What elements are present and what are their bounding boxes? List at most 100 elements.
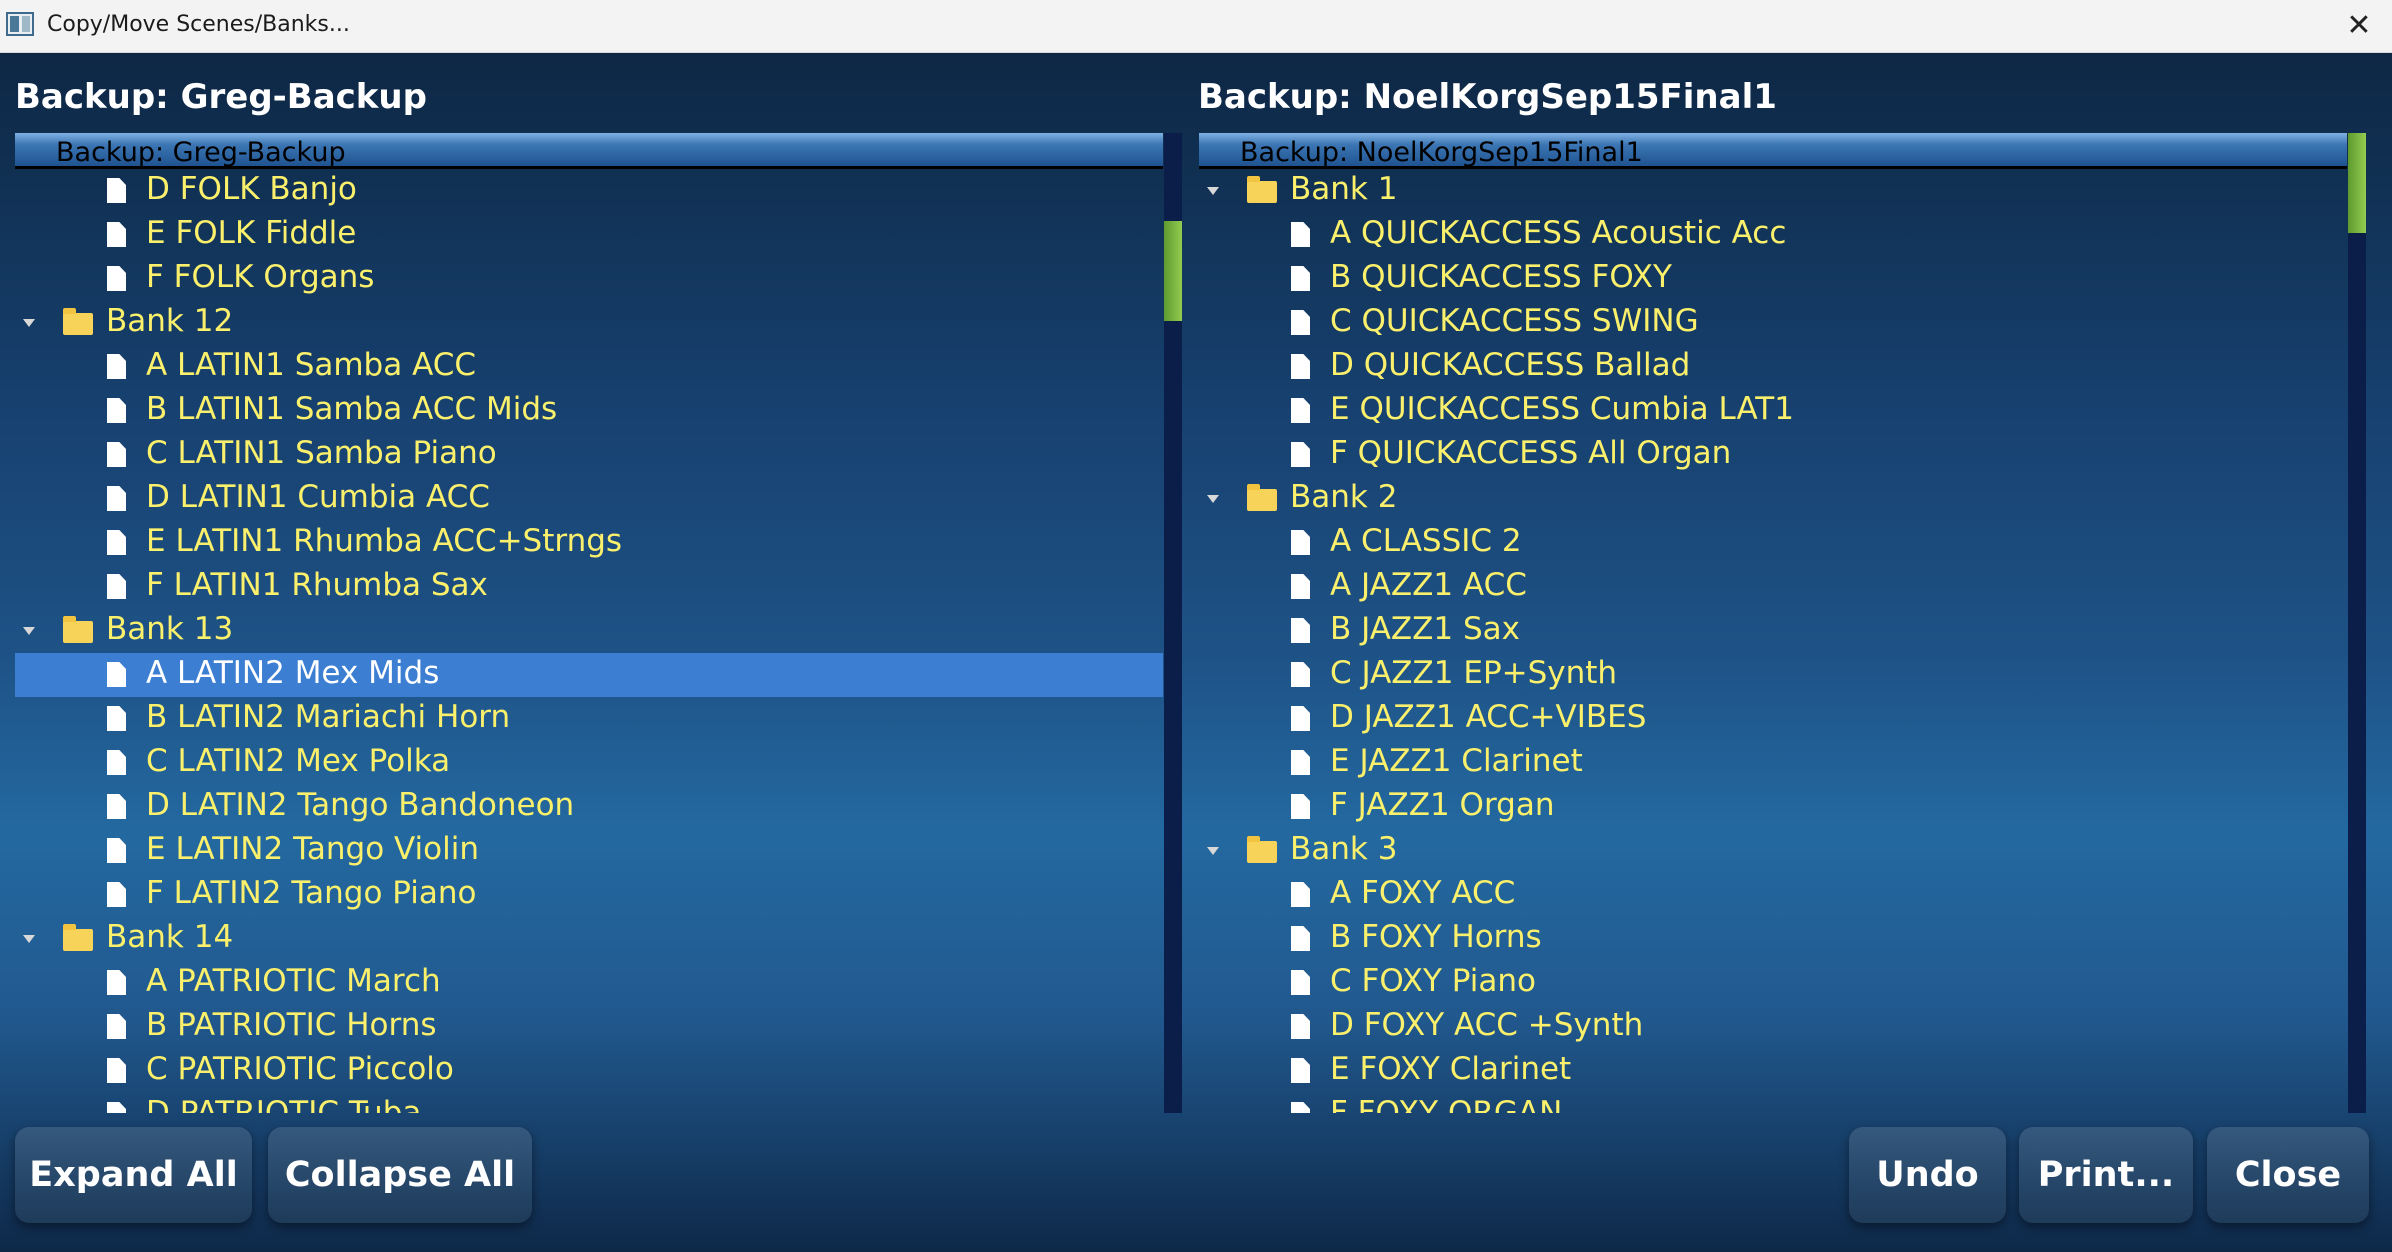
tree-item-row[interactable]: A CLASSIC 2 — [1199, 521, 2347, 565]
tree-item-row[interactable]: D JAZZ1 ACC+VIBES — [1199, 697, 2347, 741]
document-icon — [107, 1102, 126, 1113]
tree-item-row[interactable]: D FOLK Banjo — [15, 169, 1163, 213]
tree-item-row[interactable]: A JAZZ1 ACC — [1199, 565, 2347, 609]
close-button[interactable]: Close — [2207, 1127, 2369, 1223]
tree-item-row[interactable]: A QUICKACCESS Acoustic Acc — [1199, 213, 2347, 257]
tree-item-row[interactable]: B LATIN2 Mariachi Horn — [15, 697, 1163, 741]
document-icon — [107, 662, 126, 687]
expand-toggle-icon[interactable] — [1207, 187, 1219, 195]
document-icon — [107, 222, 126, 247]
expand-toggle-icon[interactable] — [1207, 847, 1219, 855]
document-icon — [107, 970, 126, 995]
tree-item-row[interactable]: E LATIN2 Tango Violin — [15, 829, 1163, 873]
item-label: E JAZZ1 Clarinet — [1330, 743, 1583, 779]
print-button[interactable]: Print... — [2019, 1127, 2193, 1223]
tree-item-row[interactable]: C FOXY Piano — [1199, 961, 2347, 1005]
expand-toggle-icon[interactable] — [1207, 495, 1219, 503]
tree-item-row[interactable]: B PATRIOTIC Horns — [15, 1005, 1163, 1049]
expand-toggle-icon[interactable] — [23, 627, 35, 635]
tree-item-row[interactable]: A PATRIOTIC March — [15, 961, 1163, 1005]
tree-item-row[interactable]: A FOXY ACC — [1199, 873, 2347, 917]
item-label: A LATIN1 Samba ACC — [146, 347, 477, 383]
tree-item-row[interactable]: F FOXY ORGAN — [1199, 1093, 2347, 1113]
tree-item-row[interactable]: C LATIN2 Mex Polka — [15, 741, 1163, 785]
right-scroll-thumb[interactable] — [2348, 133, 2366, 233]
tree-item-row[interactable]: D FOXY ACC +Synth — [1199, 1005, 2347, 1049]
tree-item-row[interactable]: E JAZZ1 Clarinet — [1199, 741, 2347, 785]
tree-item-row[interactable]: B QUICKACCESS FOXY — [1199, 257, 2347, 301]
tree-folder-row[interactable]: Bank 3 — [1199, 829, 2347, 873]
document-icon — [107, 750, 126, 775]
tree-item-row[interactable]: B LATIN1 Samba ACC Mids — [15, 389, 1163, 433]
tree-folder-row[interactable]: Bank 1 — [1199, 169, 2347, 213]
window-title: Copy/Move Scenes/Banks... — [47, 12, 350, 37]
document-icon — [1291, 706, 1310, 731]
left-scroll-thumb[interactable] — [1164, 221, 1182, 321]
expand-toggle-icon[interactable] — [23, 319, 35, 327]
item-label: E LATIN2 Tango Violin — [146, 831, 479, 867]
tree-item-row[interactable]: A LATIN2 Mex Mids — [15, 653, 1163, 697]
item-label: B JAZZ1 Sax — [1330, 611, 1520, 647]
right-tree-header-label: Backup: NoelKorgSep15Final1 — [1240, 137, 1643, 168]
item-label: C QUICKACCESS SWING — [1330, 303, 1699, 339]
folder-label: Bank 14 — [106, 919, 234, 955]
document-icon — [1291, 926, 1310, 951]
item-label: B PATRIOTIC Horns — [146, 1007, 437, 1043]
undo-button[interactable]: Undo — [1849, 1127, 2006, 1223]
tree-item-row[interactable]: D PATRIOTIC Tuba — [15, 1093, 1163, 1113]
item-label: D JAZZ1 ACC+VIBES — [1330, 699, 1647, 735]
tree-item-row[interactable]: B FOXY Horns — [1199, 917, 2347, 961]
tree-item-row[interactable]: F LATIN1 Rhumba Sax — [15, 565, 1163, 609]
tree-item-row[interactable]: C JAZZ1 EP+Synth — [1199, 653, 2347, 697]
document-icon — [1291, 794, 1310, 819]
document-icon — [1291, 970, 1310, 995]
tree-item-row[interactable]: F LATIN2 Tango Piano — [15, 873, 1163, 917]
item-label: B LATIN2 Mariachi Horn — [146, 699, 511, 735]
document-icon — [107, 266, 126, 291]
tree-folder-row[interactable]: Bank 13 — [15, 609, 1163, 653]
app-icon — [6, 12, 34, 36]
folder-label: Bank 3 — [1290, 831, 1398, 867]
document-icon — [1291, 1014, 1310, 1039]
tree-item-row[interactable]: C QUICKACCESS SWING — [1199, 301, 2347, 345]
folder-label: Bank 12 — [106, 303, 234, 339]
tree-item-row[interactable]: E QUICKACCESS Cumbia LAT1 — [1199, 389, 2347, 433]
window-close-button[interactable]: ✕ — [2346, 8, 2372, 43]
document-icon — [107, 486, 126, 511]
document-icon — [107, 794, 126, 819]
item-label: F JAZZ1 Organ — [1330, 787, 1555, 823]
item-label: D QUICKACCESS Ballad — [1330, 347, 1691, 383]
tree-item-row[interactable]: E FOXY Clarinet — [1199, 1049, 2347, 1093]
tree-item-row[interactable]: D LATIN1 Cumbia ACC — [15, 477, 1163, 521]
expand-all-button[interactable]: Expand All — [15, 1127, 252, 1223]
left-tree-header-label: Backup: Greg-Backup — [56, 137, 346, 168]
tree-item-row[interactable]: D LATIN2 Tango Bandoneon — [15, 785, 1163, 829]
document-icon — [1291, 662, 1310, 687]
document-icon — [1291, 442, 1310, 467]
tree-item-row[interactable]: E FOLK Fiddle — [15, 213, 1163, 257]
tree-folder-row[interactable]: Bank 14 — [15, 917, 1163, 961]
left-scrollbar[interactable] — [1164, 133, 1182, 1113]
expand-toggle-icon[interactable] — [23, 935, 35, 943]
item-label: F QUICKACCESS All Organ — [1330, 435, 1732, 471]
tree-folder-row[interactable]: Bank 2 — [1199, 477, 2347, 521]
tree-item-row[interactable]: A LATIN1 Samba ACC — [15, 345, 1163, 389]
right-pane-heading: Backup: NoelKorgSep15Final1 — [1198, 77, 1777, 117]
tree-item-row[interactable]: F JAZZ1 Organ — [1199, 785, 2347, 829]
tree-item-row[interactable]: F FOLK Organs — [15, 257, 1163, 301]
tree-item-row[interactable]: B JAZZ1 Sax — [1199, 609, 2347, 653]
document-icon — [1291, 530, 1310, 555]
tree-item-row[interactable]: C PATRIOTIC Piccolo — [15, 1049, 1163, 1093]
item-label: E QUICKACCESS Cumbia LAT1 — [1330, 391, 1794, 427]
tree-item-row[interactable]: E LATIN1 Rhumba ACC+Strngs — [15, 521, 1163, 565]
tree-folder-row[interactable]: Bank 12 — [15, 301, 1163, 345]
item-label: B FOXY Horns — [1330, 919, 1542, 955]
tree-item-row[interactable]: D QUICKACCESS Ballad — [1199, 345, 2347, 389]
right-scrollbar[interactable] — [2348, 133, 2366, 1113]
tree-item-row[interactable]: C LATIN1 Samba Piano — [15, 433, 1163, 477]
tree-item-row[interactable]: F QUICKACCESS All Organ — [1199, 433, 2347, 477]
collapse-all-button[interactable]: Collapse All — [268, 1127, 532, 1223]
